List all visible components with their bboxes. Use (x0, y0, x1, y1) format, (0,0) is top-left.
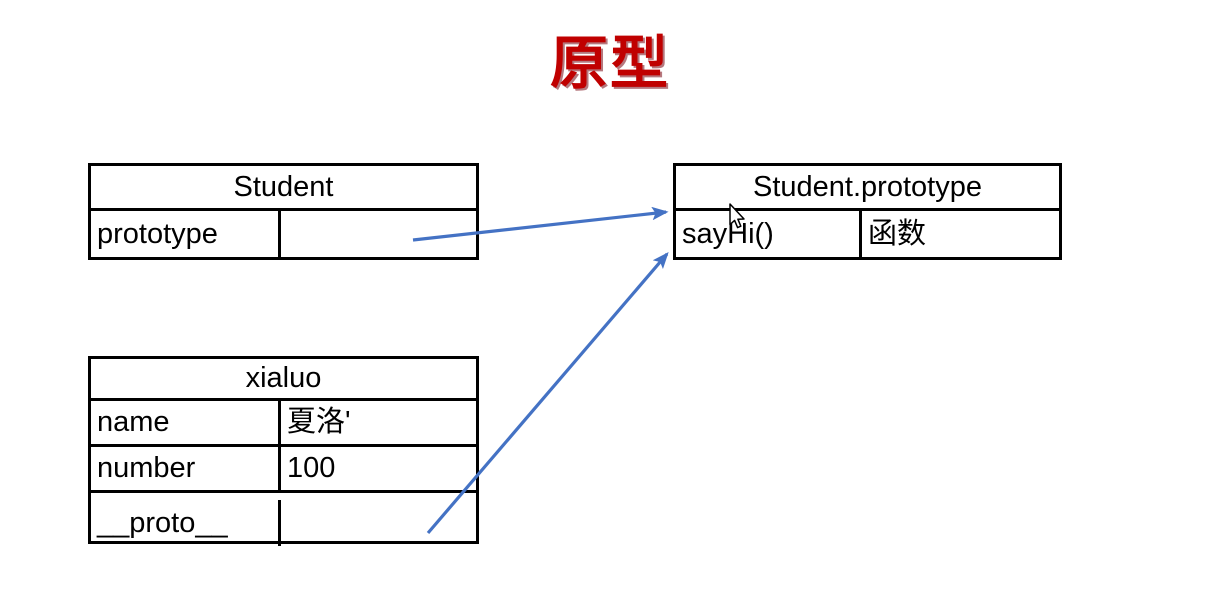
table-row: prototype (91, 211, 476, 257)
student-prototype-table: Student.prototype sayHi() 函数 (673, 163, 1062, 260)
proto-key-cell: __proto__ (91, 500, 281, 546)
name-value-cell: 夏洛' (287, 406, 351, 438)
student-prototype-key-cell: prototype (91, 211, 281, 257)
page-title: 原型 (549, 31, 670, 96)
student-table-header: Student (91, 166, 476, 211)
table-row: number 100 (91, 447, 476, 493)
student-table: Student prototype (88, 163, 479, 260)
student-prototype-table-header: Student.prototype (676, 166, 1059, 211)
mouse-pointer-icon (729, 203, 745, 229)
table-row: __proto__ (91, 493, 476, 546)
number-key-cell: number (91, 447, 281, 490)
sayhi-value-cell: 函数 (868, 217, 927, 250)
sayhi-key-cell: sayHi() (676, 211, 862, 257)
xialuo-table-header: xialuo (91, 359, 476, 401)
student-prototype-value-cell (281, 211, 476, 257)
table-row: name 夏洛' (91, 401, 476, 447)
name-key-cell: name (91, 401, 281, 444)
proto-value-cell (281, 493, 476, 539)
number-value-cell: 100 (287, 452, 336, 484)
table-row: sayHi() 函数 (676, 211, 1059, 257)
xialuo-table: xialuo name 夏洛' number 100 __proto__ (88, 356, 479, 546)
